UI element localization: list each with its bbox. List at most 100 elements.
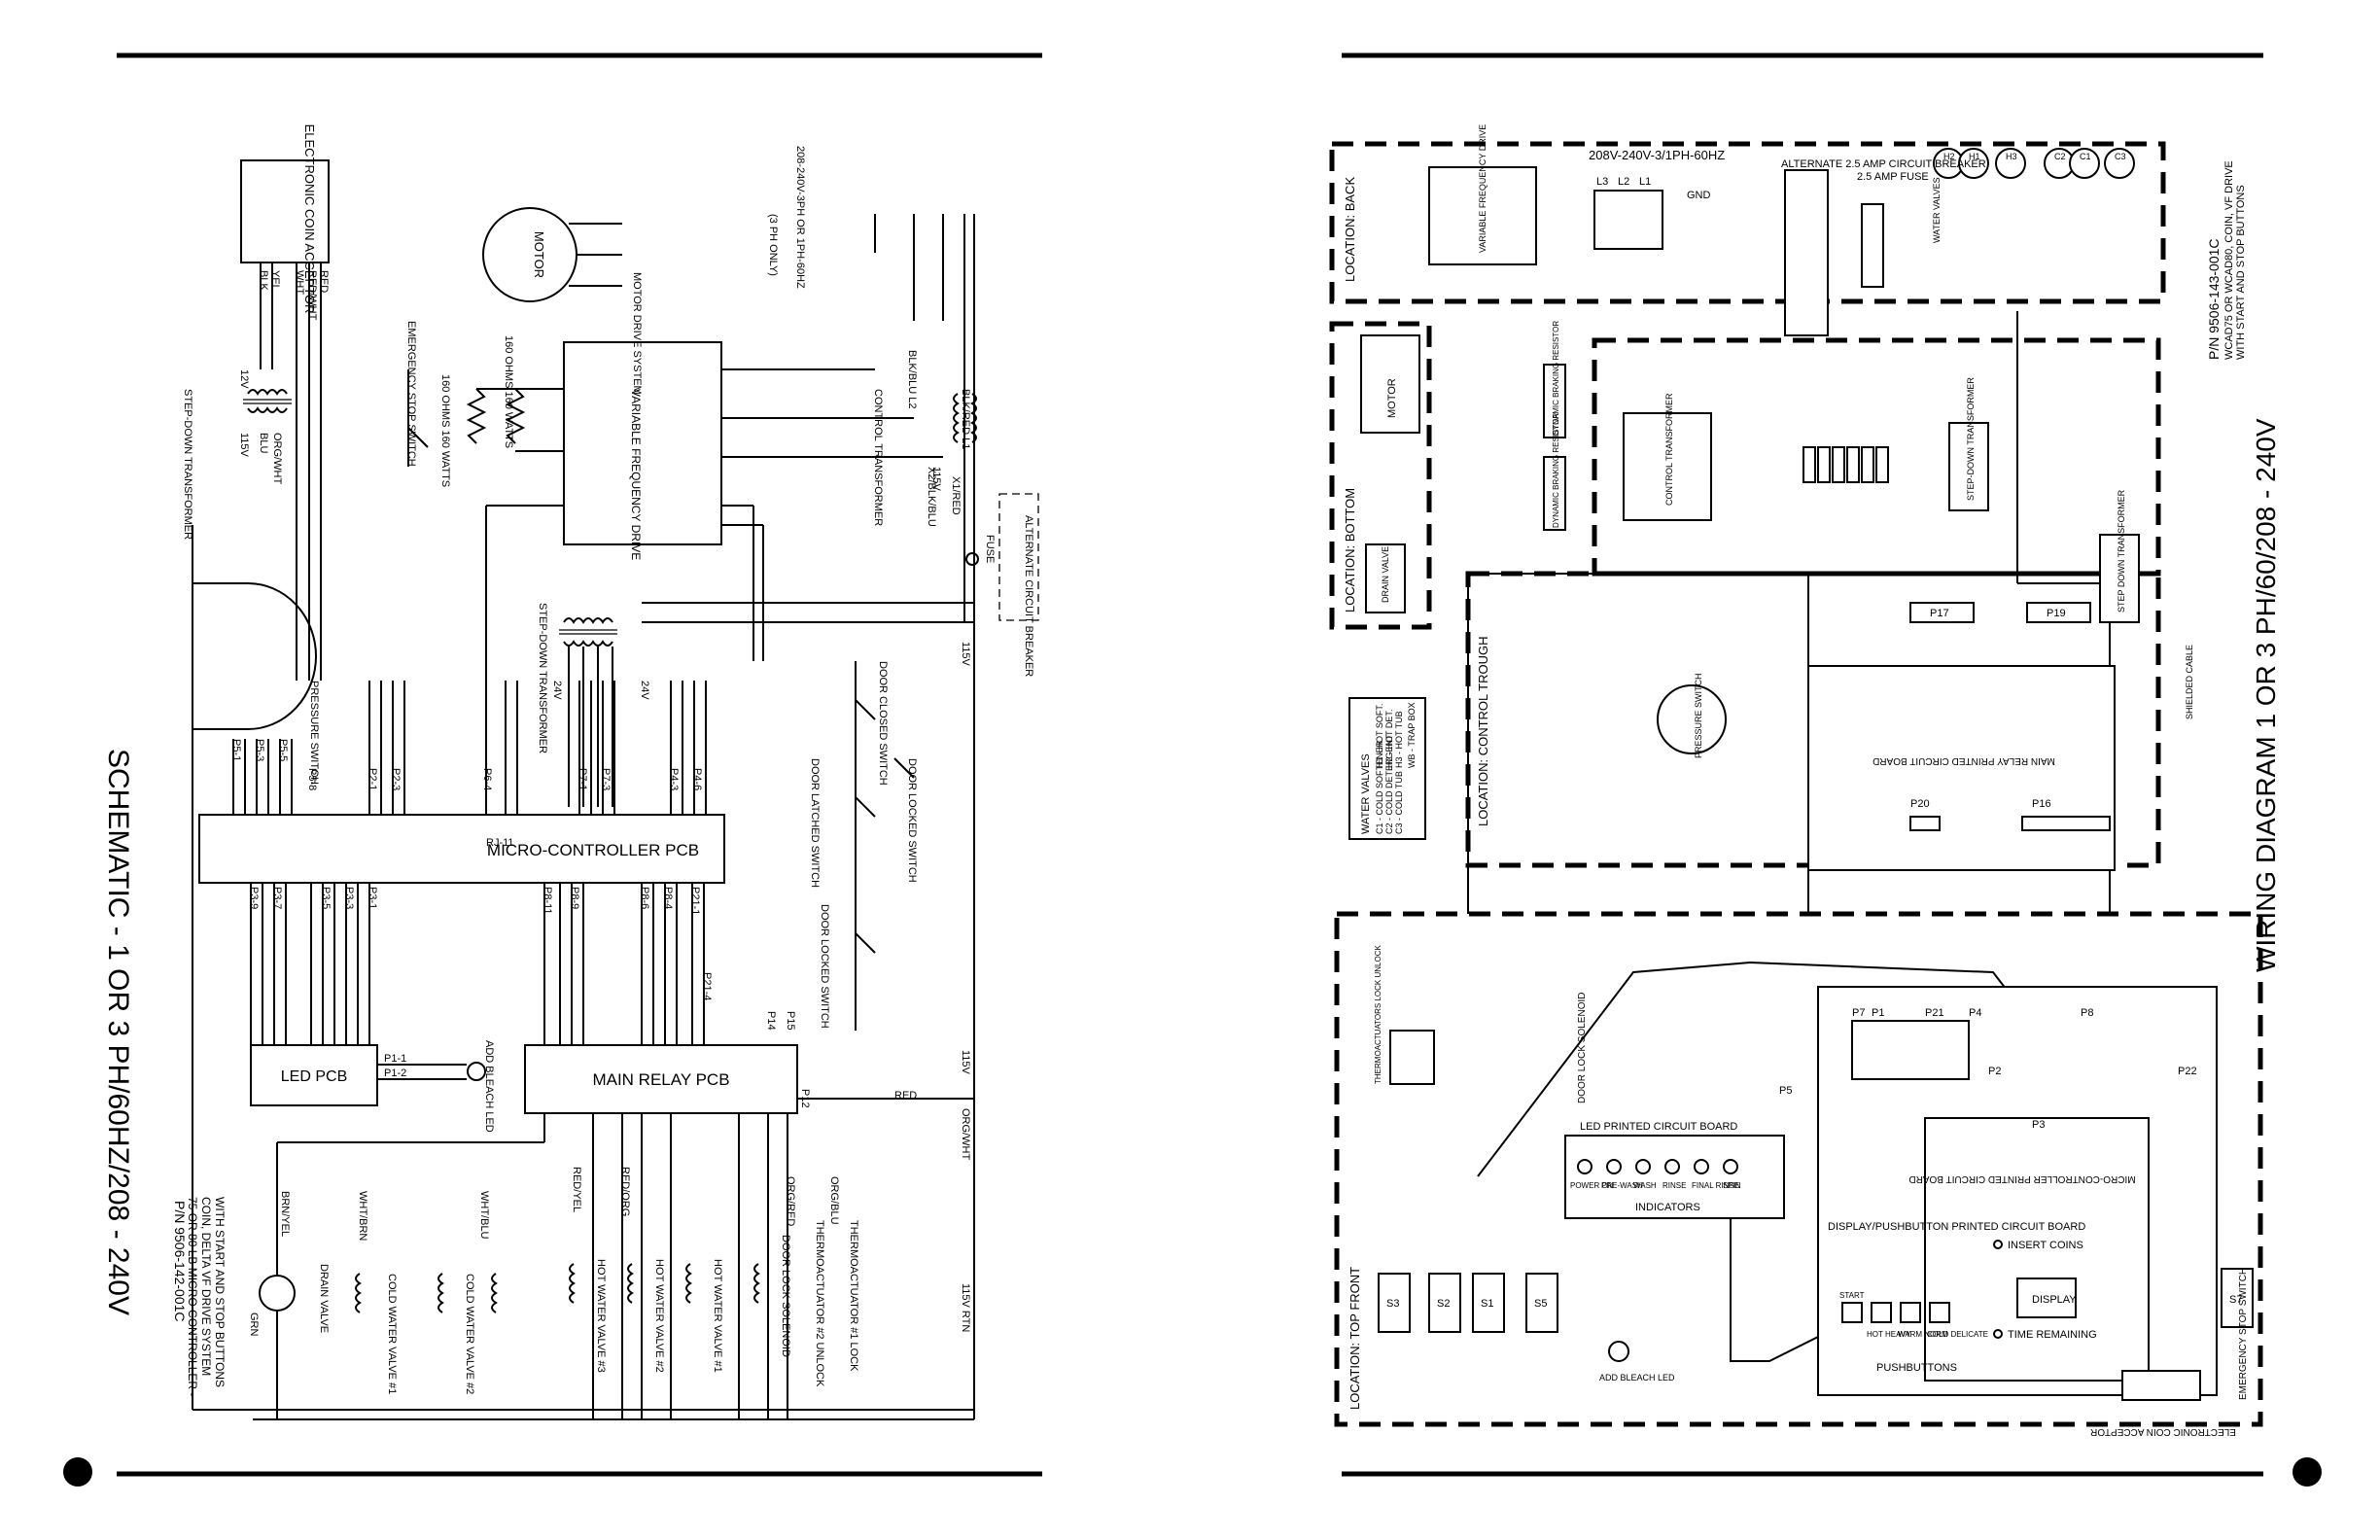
- page-dot-left: [63, 1457, 92, 1487]
- right-part-number: P/N 9506-143-001C: [2206, 238, 2222, 360]
- valve-circle-label: C1: [2080, 152, 2091, 161]
- p19-connector: [2026, 602, 2091, 623]
- wire-color-label: ORG/WHT: [271, 433, 283, 484]
- dynamic-braking-resistor-1: [1543, 364, 1566, 438]
- connector-label: P19: [2047, 608, 2066, 619]
- water-valves-label: WATER VALVES: [1932, 177, 1942, 243]
- port-label: P5-1: [230, 739, 242, 761]
- time-remaining-label: TIME REMAINING: [2008, 1329, 2097, 1341]
- pressure-switch-right-label: PRESSURE SWITCH: [1694, 673, 1703, 758]
- hot-water-valve-3-coil: [569, 1263, 576, 1304]
- coin-acceptor-box: [240, 159, 330, 263]
- wire-color-label: RED: [318, 270, 330, 293]
- wire-color-label: BLK/BLU L2: [906, 350, 918, 409]
- port-label: P21-1: [689, 887, 701, 915]
- legend-item: C3 - COLD TUB: [1394, 771, 1404, 834]
- port-label: P3-3: [343, 887, 355, 909]
- legend-title: WATER VALVES: [1360, 753, 1372, 834]
- micro-board-label: MICRO-CONTROLLER PRINTED CIRCUIT BOARD: [1908, 1173, 2135, 1184]
- led-board: [1564, 1135, 1785, 1219]
- valve-circle-label: H1: [1969, 152, 1980, 161]
- thermoactuators-label: THERMOACTUATORS LOCK UNLOCK: [1374, 945, 1382, 1084]
- indicators-label: INDICATORS: [1635, 1202, 1700, 1213]
- port-label: P8-9: [569, 887, 580, 909]
- zone-top-front: [1334, 911, 2263, 1427]
- indicator-label: FINAL RINSE: [1692, 1181, 1739, 1190]
- door-locked-switch-2-label: DOOR LOCKED SWITCH: [819, 904, 830, 1029]
- location-back-label: LOCATION: BACK: [1343, 177, 1357, 282]
- wire-color-label: WHT: [294, 270, 305, 295]
- hot-water-valve-1-coil: [685, 1263, 692, 1304]
- coin-acceptor-right: [2121, 1370, 2201, 1401]
- step-down-transformer-1: [243, 389, 292, 413]
- connector-label: P22: [2178, 1066, 2197, 1077]
- port-label: P5-8: [306, 768, 318, 790]
- legend-item: C2 - COLD DETERGENT: [1384, 734, 1394, 834]
- add-bleach-led-label: ADD BLEACH LED: [483, 1040, 495, 1133]
- led-pcb-box: [250, 1044, 378, 1106]
- door-closed-switch: [855, 699, 876, 720]
- door-closed-switch-label: DOOR CLOSED SWITCH: [877, 661, 889, 786]
- port-label: P3-7: [271, 887, 283, 909]
- zone-back: [1329, 141, 2166, 304]
- wire-color-label: WHT/BRN: [357, 1191, 368, 1241]
- vfd-box-right: [1428, 166, 1537, 265]
- switch-s5: [1525, 1273, 1558, 1333]
- wire-color-label: BLK: [258, 270, 269, 291]
- port-label: P1-2: [384, 1068, 406, 1079]
- switch-s5-label: S5: [1534, 1298, 1547, 1310]
- door-latched-switch-label: DOOR LATCHED SWITCH: [809, 758, 821, 888]
- drain-valve-box: [1365, 543, 1406, 613]
- drain-valve-label: DRAIN VALVE: [318, 1264, 330, 1333]
- terminal-l3: L3: [1596, 176, 1608, 188]
- switch-s7: [2221, 1268, 2254, 1328]
- pushbutton-label: WARM NORM: [1898, 1330, 1948, 1339]
- switch-s1: [1472, 1273, 1505, 1333]
- legend-item: WB - TRAP BOX: [1407, 702, 1417, 768]
- port-label: P7-3: [600, 768, 612, 790]
- port-label: P15: [785, 1011, 796, 1031]
- coin-acceptor-text: ELECTRONIC COIN ACCEPTOR: [302, 124, 317, 314]
- wire-color-label: X1/RED: [950, 476, 962, 515]
- rj11-label: RJ-11: [486, 837, 514, 849]
- insert-coins-indicator: [1993, 1240, 2003, 1249]
- resistor-1-label: 160 OHMS 160 WATTS: [503, 335, 514, 448]
- p20-connector: [1909, 816, 1941, 831]
- control-transformer: [953, 393, 977, 443]
- connector-label: P7: [1852, 1007, 1865, 1019]
- port-label: P3-1: [367, 887, 378, 909]
- step-down-transformer-2: [559, 617, 617, 647]
- port-label: P14: [765, 1011, 777, 1031]
- pushbutton-label: COLD DELICATE: [1927, 1330, 1988, 1339]
- emergency-stop-right-label: EMERGENCY STOP SWITCH: [2238, 1268, 2249, 1400]
- main-relay-board: [1807, 665, 2116, 871]
- door-locked-switch-1: [893, 757, 915, 779]
- switch-s2: [1428, 1273, 1461, 1333]
- vfd-box: [563, 341, 722, 545]
- drain-valve-symbol: [259, 1275, 296, 1312]
- resistor-2-label: 160 OHMS 160 WATTS: [439, 374, 451, 487]
- connector-label: P4: [1969, 1007, 1981, 1019]
- right-supply-label: 208V-240V-3/1PH-60HZ: [1589, 148, 1725, 162]
- port-label: P4-6: [691, 768, 703, 790]
- left-title: SCHEMATIC - 1 OR 3 PH/60HZ/208 - 240V: [102, 749, 134, 1315]
- port-label: P21-4: [701, 972, 713, 1000]
- control-transformer-right-label: CONTROL TRANSFORMER: [1664, 393, 1674, 506]
- wire-color-label: GRN: [248, 1312, 260, 1337]
- port-label: P5-5: [277, 739, 289, 761]
- dynamic-braking-1-label: DYNAMIC BRAKING RESISTOR: [1552, 321, 1560, 436]
- indicator-label: RINSE: [1662, 1181, 1686, 1190]
- wire-color-label: ORG/RED: [785, 1176, 796, 1226]
- vfd-label: VARIABLE FREQUENCY DRIVE: [629, 389, 643, 560]
- wire-color-label: WHT/BLU: [478, 1191, 490, 1240]
- display-board: [1924, 1117, 2150, 1382]
- hot-water-valve-2-coil: [627, 1263, 634, 1304]
- right-wiring-diagram: 208V-240V-3/1PH-60HZ L3 L2 L1 GND ALTERN…: [1329, 124, 2281, 1437]
- pressure-switch-right: [1657, 684, 1727, 754]
- fuse-right-label: 2.5 AMP FUSE: [1857, 171, 1929, 183]
- fuse-label: FUSE: [984, 535, 996, 563]
- wire-color-label: BLU: [258, 433, 269, 453]
- thermoactuator-1-label: THERMOACTUATOR #1 LOCK: [848, 1220, 859, 1372]
- wire-color-label: BRN/YEL: [279, 1191, 291, 1237]
